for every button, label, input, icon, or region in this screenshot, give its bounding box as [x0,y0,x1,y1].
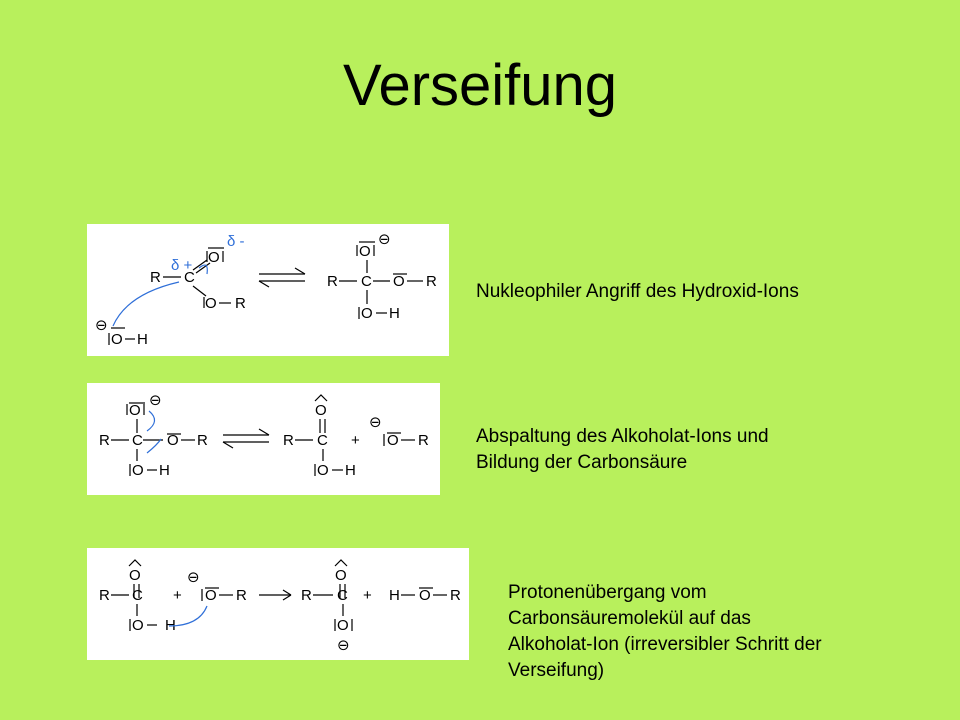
atom-h: H [345,462,356,479]
atom-r: R [283,432,294,449]
step-3-caption-line: Carbonsäuremolekül auf das [508,608,751,629]
delta-minus-label: δ - [227,233,245,250]
step-3-caption-line: Verseifung) [508,660,605,681]
atom-o: O [359,243,371,260]
atom-o: O [393,273,405,290]
atom-o: O [111,331,123,348]
atom-o: O [129,567,141,584]
atom-o: O [208,249,220,266]
plus-sign: + [173,587,182,604]
atom-r: R [235,295,246,312]
step-2-caption: Abspaltung des Alkoholat-Ions und Bildun… [476,424,769,476]
reaction-step-2-diagram: O ⊖ R C O R O H O R C O H + ⊖ O [87,383,440,495]
step-3-caption: Protonenübergang vom Carbonsäuremolekül … [508,580,822,684]
step-3-caption-line: Protonenübergang vom [508,582,707,603]
atom-o: O [337,617,349,634]
charge-minus: ⊖ [378,231,391,248]
atom-c: C [317,432,328,449]
charge-minus: ⊖ [149,392,162,409]
charge-minus: ⊖ [337,637,350,654]
plus-sign: + [351,432,360,449]
delta-plus-label: δ + [171,257,193,274]
atom-r: R [236,587,247,604]
atom-h: H [137,331,148,348]
atom-o: O [335,567,347,584]
atom-o: O [132,617,144,634]
atom-r: R [99,432,110,449]
atom-h: H [159,462,170,479]
charge-minus: ⊖ [369,414,382,431]
atom-o: O [205,587,217,604]
atom-r: R [301,587,312,604]
atom-r: R [197,432,208,449]
atom-r: R [150,269,161,286]
atom-c: C [132,432,143,449]
atom-c: C [361,273,372,290]
step-3-caption-line: Alkoholat-Ion (irreversibler Schritt der [508,634,822,655]
page-title: Verseifung [342,53,618,118]
reaction-step-3-diagram: O R C O H + ⊖ O R O R C O ⊖ + H O R [87,548,469,660]
charge-minus: ⊖ [187,569,200,586]
atom-o: O [132,462,144,479]
reaction-step-1-diagram: δ - δ + O R C O R ⊖ O H O ⊖ R C O R [87,224,449,356]
atom-r: R [426,273,437,290]
step-2-caption-line: Abspaltung des Alkoholat-Ions und [476,426,769,447]
plus-sign: + [363,587,372,604]
step-2-caption-line: Bildung der Carbonsäure [476,452,688,473]
atom-o: O [361,305,373,322]
atom-o: O [129,402,141,419]
charge-minus: ⊖ [95,317,108,334]
atom-c: C [132,587,143,604]
atom-o: O [205,295,217,312]
atom-h: H [389,305,400,322]
atom-o: O [315,402,327,419]
atom-o: O [317,462,329,479]
step-1-caption: Nukleophiler Angriff des Hydroxid-Ions [476,281,799,302]
atom-c: C [337,587,348,604]
atom-o: O [387,432,399,449]
atom-c: C [184,269,195,286]
atom-r: R [327,273,338,290]
atom-r: R [450,587,461,604]
atom-r: R [418,432,429,449]
atom-r: R [99,587,110,604]
atom-o: O [167,432,179,449]
atom-o: O [419,587,431,604]
atom-h: H [389,587,400,604]
